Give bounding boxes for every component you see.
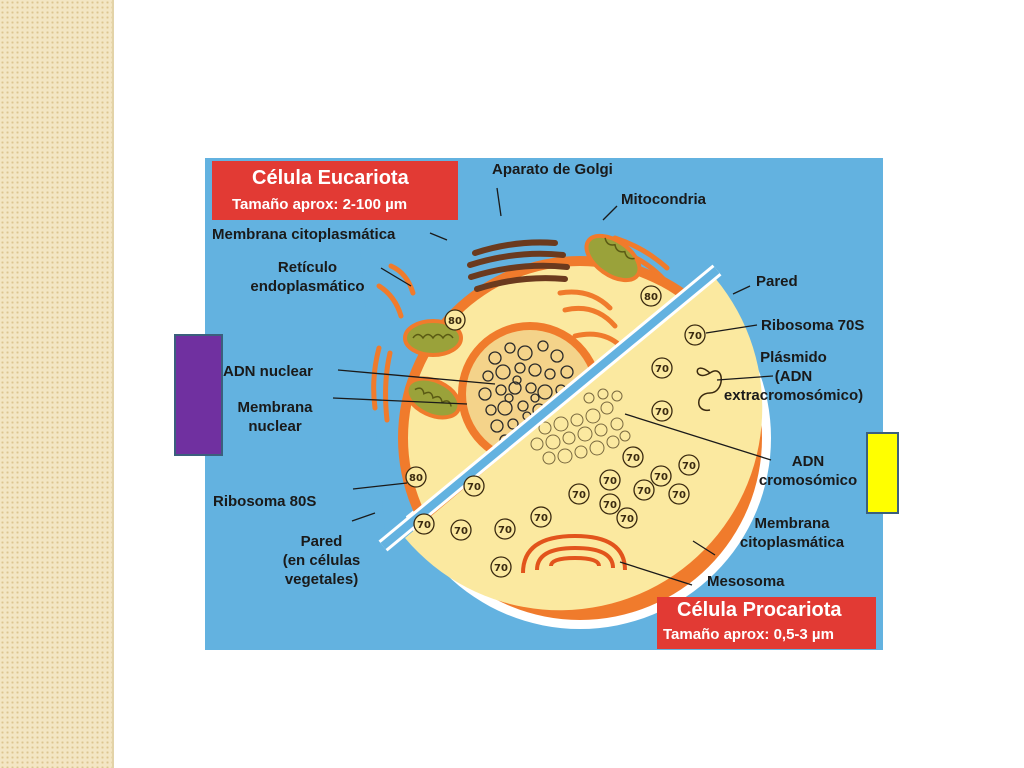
label-pointers <box>332 187 774 586</box>
svg-text:70: 70 <box>603 476 617 487</box>
label-pared-vegetal-line3: vegetales) <box>284 571 359 588</box>
chromosomal-dna <box>530 388 631 465</box>
prokaryote-size: Tamaño aprox: 0,5-3 µm <box>663 626 834 643</box>
svg-text:70: 70 <box>620 514 634 525</box>
yellow-rectangle <box>866 432 899 514</box>
label-plasmido-line3: extracromosómico) <box>723 387 864 404</box>
label-ribosoma-70s: Ribosoma 70S <box>761 317 865 334</box>
svg-text:70: 70 <box>454 526 468 537</box>
label-reticulo-line1: Retículo <box>277 259 338 276</box>
label-plasmido: Plásmido (ADN extracromosómico) <box>711 348 876 405</box>
svg-text:70: 70 <box>654 472 668 483</box>
label-adn-nuclear: ADN nuclear <box>223 363 314 380</box>
label-ribosoma-80s: Ribosoma 80S <box>213 493 317 510</box>
decorative-side-strip <box>0 0 113 768</box>
cell-comparison-diagram: 80 80 80 70 70 70 70 70 70 70 70 70 70 7… <box>205 158 883 650</box>
pro-cytoplasm <box>405 278 763 611</box>
svg-text:70: 70 <box>655 407 669 418</box>
svg-text:70: 70 <box>572 490 586 501</box>
label-membrana-citoplasmatica-pro: Membrana citoplasmática <box>729 514 855 552</box>
mesosome <box>521 533 627 574</box>
label-pared-vegetal-line1: Pared <box>300 533 343 550</box>
eukaryote-title-box: Célula Eucariota Tamaño aprox: 2-100 µm <box>212 161 458 220</box>
cell-illustration: 80 80 80 70 70 70 70 70 70 70 70 70 70 7… <box>332 187 774 629</box>
label-membrana-cito-pro-line2: citoplasmática <box>739 534 845 551</box>
svg-text:70: 70 <box>498 525 512 536</box>
svg-text:70: 70 <box>626 453 640 464</box>
plasmid <box>696 367 722 411</box>
label-membrana-nuclear-line2: nuclear <box>248 418 302 435</box>
svg-text:70: 70 <box>534 513 548 524</box>
label-pared-vegetal: Pared (en células vegetales) <box>269 532 374 589</box>
label-membrana-citoplasmatica-euk: Membrana citoplasmática <box>212 226 396 243</box>
label-membrana-cito-pro-line1: Membrana <box>754 515 830 532</box>
label-membrana-nuclear-line1: Membrana <box>237 399 313 416</box>
label-mesosoma: Mesosoma <box>707 573 785 590</box>
label-reticulo: Retículo endoplasmático <box>240 258 375 296</box>
prokaryote-title: Célula Procariota <box>677 599 842 621</box>
svg-text:70: 70 <box>688 331 702 342</box>
label-membrana-nuclear: Membrana nuclear <box>225 398 325 436</box>
label-reticulo-line2: endoplasmático <box>250 278 365 295</box>
mitochondria <box>403 233 642 420</box>
svg-text:70: 70 <box>603 500 617 511</box>
side-strip-edge <box>112 0 114 768</box>
svg-text:70: 70 <box>672 490 686 501</box>
label-pared: Pared <box>756 273 798 290</box>
svg-text:70: 70 <box>637 486 651 497</box>
eukaryote-size: Tamaño aprox: 2-100 µm <box>232 196 408 213</box>
label-adn-cromosomico-line2: cromosómico <box>758 472 858 489</box>
label-pared-vegetal-line2: (en células <box>282 552 361 569</box>
svg-text:80: 80 <box>409 473 423 484</box>
purple-rectangle <box>174 334 223 456</box>
prokaryote-title-box: Célula Procariota Tamaño aprox: 0,5-3 µm <box>657 597 876 649</box>
label-adn-cromosomico: ADN cromosómico <box>751 452 865 490</box>
svg-text:70: 70 <box>655 364 669 375</box>
ribosomes-80s: 80 80 80 <box>405 285 662 488</box>
label-golgi: Aparato de Golgi <box>492 161 613 178</box>
svg-text:70: 70 <box>417 520 431 531</box>
svg-text:80: 80 <box>644 292 658 303</box>
svg-text:70: 70 <box>682 461 696 472</box>
endoplasmic-reticulum <box>371 235 670 423</box>
svg-text:70: 70 <box>494 563 508 574</box>
eukaryote-title: Célula Eucariota <box>252 167 409 189</box>
label-adn-cromosomico-line1: ADN <box>791 453 825 470</box>
svg-text:80: 80 <box>448 316 462 327</box>
label-mitocondria: Mitocondria <box>621 191 706 208</box>
label-plasmido-line2: (ADN <box>774 368 813 385</box>
label-plasmido-line1: Plásmido <box>760 349 827 366</box>
svg-text:70: 70 <box>467 482 481 493</box>
ribosomes-70s: 70 70 70 70 70 70 70 70 70 70 70 70 70 7… <box>413 324 706 578</box>
golgi-apparatus <box>467 239 570 292</box>
